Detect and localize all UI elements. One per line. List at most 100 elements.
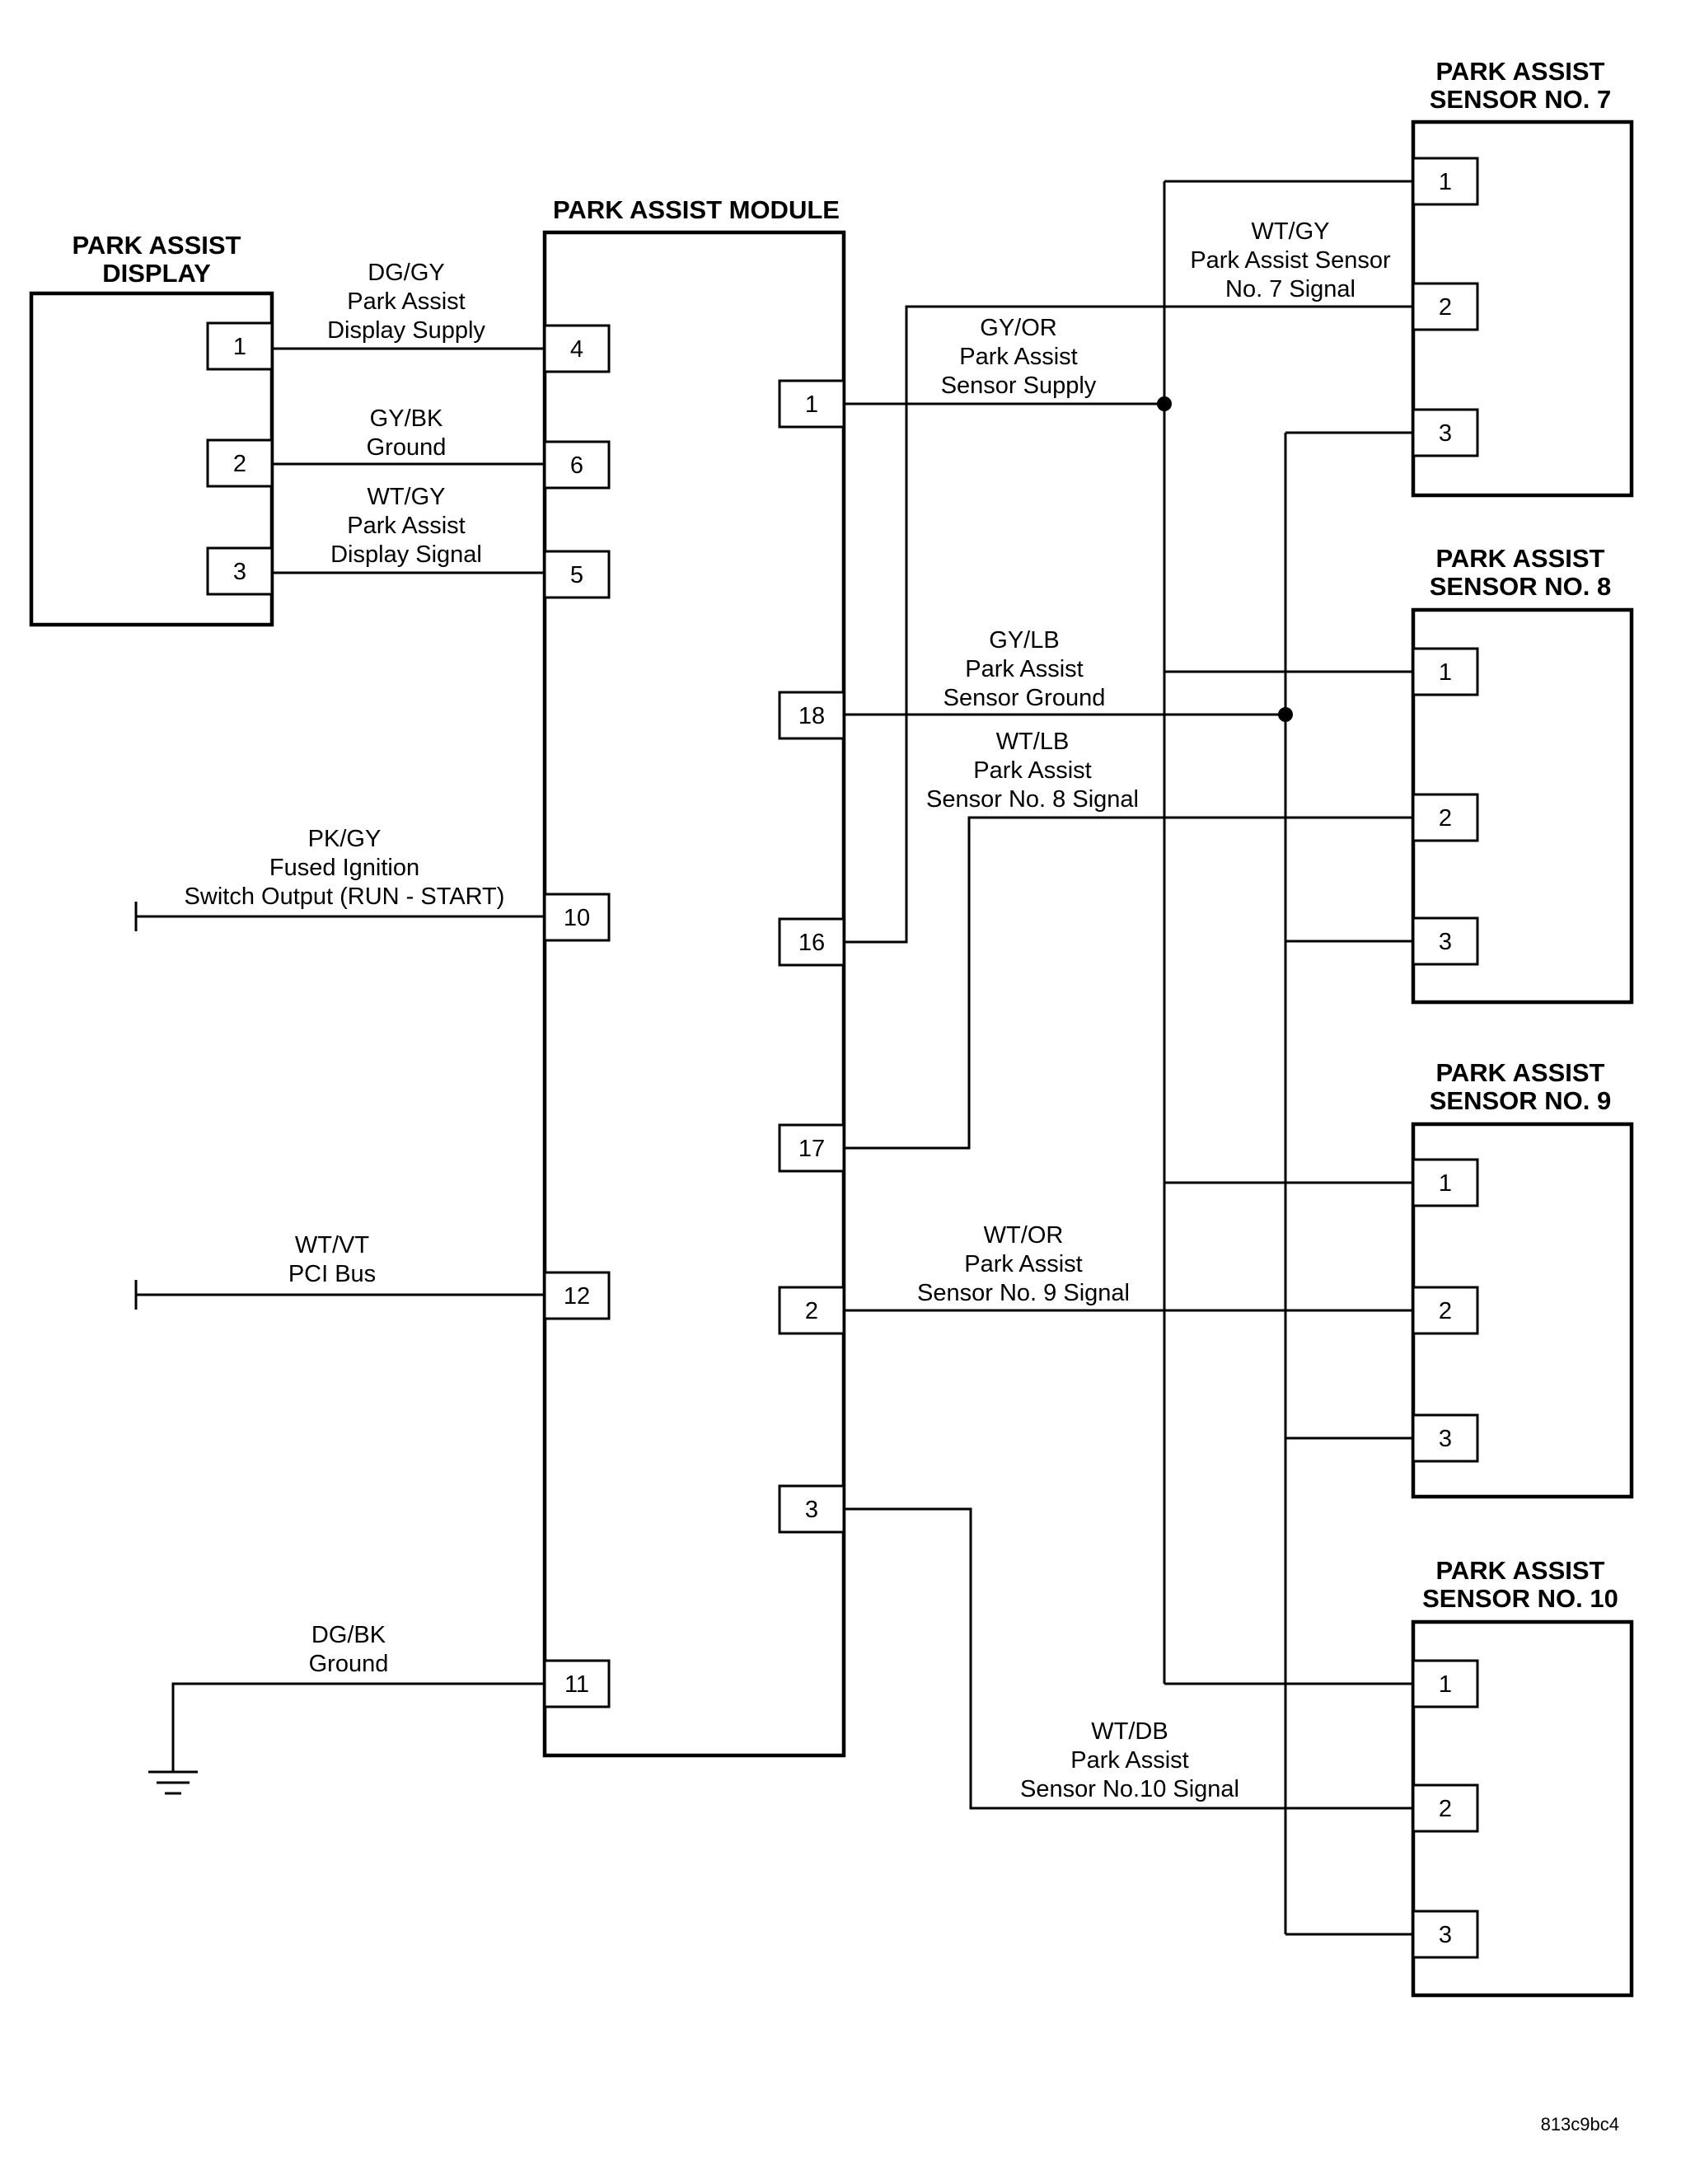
module-pin-r2: 2 — [778, 1286, 845, 1335]
module-pin-12: 12 — [543, 1271, 611, 1320]
module-pin-r3: 3 — [778, 1484, 845, 1534]
label-module-ground-color: DG/BK — [311, 1622, 386, 1648]
label-display-ground-color: GY/BK — [370, 405, 443, 432]
module-pin-6-label: 6 — [570, 452, 583, 479]
label-display-supply: DG/GY Park Assist Display Supply — [327, 260, 485, 344]
module-title: PARK ASSIST MODULE — [553, 195, 840, 224]
label-display-signal-line2: Park Assist — [347, 513, 465, 539]
label-ignition-color: PK/GY — [308, 826, 382, 852]
wire-sensor-7-signal — [844, 305, 1413, 944]
sensor-7-title-line1: PARK ASSIST — [1436, 57, 1605, 86]
label-sensor-7-signal-line3: No. 7 Signal — [1225, 276, 1356, 302]
display-pin-1: 1 — [206, 321, 274, 371]
sensor-8-pin-3: 3 — [1412, 916, 1479, 966]
sensor-10-pin-1-label: 1 — [1439, 1671, 1452, 1698]
label-sensor-10-signal-line2: Park Assist — [1070, 1747, 1188, 1774]
label-sensor-8-signal-line2: Park Assist — [973, 757, 1091, 784]
label-sensor-ground-line2: Park Assist — [965, 656, 1083, 682]
sensor-7-title-line2: SENSOR NO. 7 — [1430, 85, 1612, 114]
sensor-7-pin-1-label: 1 — [1439, 169, 1452, 195]
sensor-7-pin-1: 1 — [1412, 157, 1479, 206]
sensor-7-pin-3: 3 — [1412, 408, 1479, 457]
module-pin-10-label: 10 — [564, 905, 590, 931]
wire-module-ground — [171, 1682, 545, 1772]
park-assist-sensor-7: PARK ASSIST SENSOR NO. 7 — [1411, 57, 1634, 498]
park-assist-sensor-8: PARK ASSIST SENSOR NO. 8 — [1411, 544, 1634, 1005]
sensor-8-pins: 1 2 3 — [1412, 647, 1479, 966]
label-sensor-9-signal-color: WT/OR — [984, 1222, 1064, 1249]
module-pin-4-label: 4 — [570, 336, 583, 363]
label-sensor-ground: GY/LB Park Assist Sensor Ground — [944, 627, 1106, 711]
sensor-8-pin-1-label: 1 — [1439, 659, 1452, 686]
sensor-10-title-line2: SENSOR NO. 10 — [1422, 1584, 1618, 1613]
label-sensor-7-signal-color: WT/GY — [1251, 218, 1329, 245]
splice-sensor-ground — [1278, 707, 1293, 722]
sensor-9-pin-2: 2 — [1412, 1286, 1479, 1335]
sensor-9-pin-1: 1 — [1412, 1158, 1479, 1207]
sensor-10-pin-2: 2 — [1412, 1783, 1479, 1833]
display-pin-1-label: 1 — [233, 334, 246, 360]
label-sensor-10-signal-line3: Sensor No.10 Signal — [1020, 1776, 1239, 1802]
sensor-10-pin-1: 1 — [1412, 1659, 1479, 1708]
sensor-9-pin-3: 3 — [1412, 1413, 1479, 1463]
module-pin-16: 16 — [778, 917, 845, 967]
label-sensor-10-signal-color: WT/DB — [1091, 1718, 1168, 1745]
figure-code: 813c9bc4 — [1541, 2114, 1619, 2135]
module-pin-5-label: 5 — [570, 562, 583, 588]
label-module-ground-line2: Ground — [309, 1651, 389, 1677]
label-sensor-9-signal-line2: Park Assist — [964, 1251, 1082, 1277]
sensor-8-pin-1: 1 — [1412, 647, 1479, 696]
module-right-pins: 1 18 16 17 2 3 — [778, 379, 845, 1534]
label-sensor-7-signal-line2: Park Assist Sensor — [1190, 247, 1391, 274]
label-sensor-7-signal: WT/GY Park Assist Sensor No. 7 Signal — [1190, 218, 1391, 302]
module-pin-r3-label: 3 — [805, 1497, 818, 1523]
sensor-10-pin-3-label: 3 — [1439, 1922, 1452, 1948]
sensor-9-pin-1-label: 1 — [1439, 1170, 1452, 1197]
park-assist-sensor-10: PARK ASSIST SENSOR NO. 10 — [1411, 1556, 1634, 1998]
circuit-labels: DG/GY Park Assist Display Supply GY/BK G… — [185, 218, 1391, 1802]
label-ignition-line2: Fused Ignition — [269, 855, 419, 881]
sensor-7-pins: 1 2 3 — [1412, 157, 1479, 457]
label-sensor-10-signal: WT/DB Park Assist Sensor No.10 Signal — [1020, 1718, 1239, 1802]
sensor-10-title-line1: PARK ASSIST — [1436, 1556, 1605, 1585]
wires — [134, 180, 1413, 1936]
module-pin-11: 11 — [543, 1659, 611, 1708]
sensor-8-pin-2-label: 2 — [1439, 805, 1452, 832]
label-display-supply-color: DG/GY — [368, 260, 444, 286]
label-module-ground: DG/BK Ground — [309, 1622, 389, 1677]
label-sensor-8-signal-color: WT/LB — [996, 729, 1070, 755]
sensor-9-title-line1: PARK ASSIST — [1436, 1058, 1605, 1087]
display-pin-2-label: 2 — [233, 451, 246, 477]
sensor-9-pin-2-label: 2 — [1439, 1298, 1452, 1324]
module-pin-r1: 1 — [778, 379, 845, 429]
sensor-7-pin-2-label: 2 — [1439, 294, 1452, 321]
display-title-line2: DISPLAY — [102, 259, 211, 288]
label-sensor-supply: GY/OR Park Assist Sensor Supply — [941, 315, 1097, 399]
wire-sensor-8-signal — [844, 816, 1413, 1150]
module-pin-16-label: 16 — [798, 930, 825, 956]
module-pin-10: 10 — [543, 893, 611, 942]
label-display-ground: GY/BK Ground — [367, 405, 447, 461]
sensor-7-pin-2: 2 — [1412, 282, 1479, 331]
display-pin-3: 3 — [206, 546, 274, 596]
module-pin-11-label: 11 — [564, 1671, 589, 1698]
sensor-9-pin-3-label: 3 — [1439, 1426, 1452, 1452]
label-sensor-9-signal: WT/OR Park Assist Sensor No. 9 Signal — [917, 1222, 1130, 1306]
label-display-supply-line3: Display Supply — [327, 317, 485, 344]
label-display-supply-line2: Park Assist — [347, 288, 465, 315]
splice-sensor-supply — [1157, 396, 1172, 411]
module-pin-4: 4 — [543, 324, 611, 373]
label-display-signal: WT/GY Park Assist Display Signal — [330, 484, 482, 568]
module-pin-18-label: 18 — [798, 703, 825, 729]
sensor-10-pin-2-label: 2 — [1439, 1796, 1452, 1822]
label-pci-bus-color: WT/VT — [295, 1232, 369, 1258]
module-box — [542, 230, 846, 1758]
label-sensor-ground-line3: Sensor Ground — [944, 685, 1106, 711]
label-ignition-line3: Switch Output (RUN - START) — [185, 883, 505, 910]
label-pci-bus-line2: PCI Bus — [288, 1261, 376, 1287]
label-sensor-supply-line2: Park Assist — [959, 344, 1077, 370]
module-pin-6: 6 — [543, 440, 611, 490]
label-display-signal-line3: Display Signal — [330, 541, 482, 568]
label-sensor-8-signal-line3: Sensor No. 8 Signal — [926, 786, 1139, 813]
module-left-pins: 4 6 5 10 12 11 — [543, 324, 611, 1708]
